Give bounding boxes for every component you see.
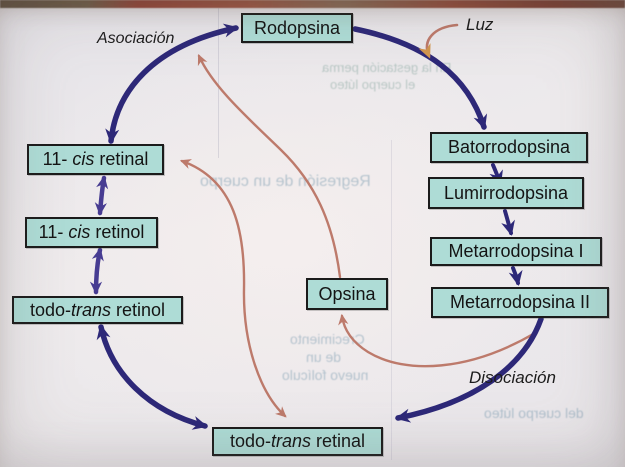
arc-disociacion-metarrodopsina2-trans-retinal — [395, 316, 544, 423]
node-opsina-label: Opsina — [318, 283, 376, 304]
node-rodopsina-label: Rodopsina — [253, 17, 341, 38]
node-lumirrodopsina: Lumirrodopsina — [428, 177, 584, 209]
node-todo-trans-retinal: todo-trans retinal — [212, 427, 383, 456]
node-metarrodopsina-1-label: Metarrodopsina I — [448, 241, 584, 261]
node-11-cis-retinol-label: 11- cis retinol — [38, 222, 145, 242]
arrow-lumirrodopsina-metarrodopsina1 — [501, 209, 515, 236]
node-metarrodopsina-1: Metarrodopsina I — [430, 237, 602, 266]
arrow-trans-retinal-cis-retinal — [179, 159, 287, 418]
arrow-metarrodopsina1-metarrodopsina2 — [508, 266, 523, 286]
node-11-cis-retinal: 11- cis retinal — [27, 144, 164, 175]
node-todo-trans-retinol-label: todo-trans retinol — [29, 299, 166, 320]
node-11-cis-retinal-label: 11- cis retinal — [42, 149, 149, 169]
node-lumirrodopsina-label: Lumirrodopsina — [443, 182, 569, 203]
node-rodopsina: Rodopsina — [241, 13, 353, 43]
photo-top-edge — [0, 0, 625, 8]
arc-trans-retinal-trans-retinol — [96, 324, 208, 430]
label-luz: Luz — [466, 15, 494, 34]
node-batorrodopsina-label: Batorrodopsina — [447, 137, 571, 157]
arrow-opsina-to-rodopsina — [197, 53, 342, 279]
arrow-metarrodopsina2-to-opsina — [338, 313, 537, 368]
arc-rodopsina-batorrodopsina — [352, 26, 488, 130]
node-metarrodopsina-2: Metarrodopsina II — [431, 287, 609, 318]
label-asociacion: Asociación — [97, 30, 175, 47]
node-todo-trans-retinal-label: todo-trans retinal — [229, 431, 366, 451]
node-batorrodopsina: Batorrodopsina — [430, 132, 588, 163]
arrow-cis-retinal-cis-retinol — [94, 175, 109, 216]
node-todo-trans-retinol: todo-trans retinol — [12, 296, 183, 324]
node-opsina: Opsina — [306, 278, 388, 310]
label-disociacion: Disociación — [469, 368, 556, 387]
arrow-luz — [418, 23, 459, 59]
node-metarrodopsina-2-label: Metarrodopsina II — [449, 292, 591, 312]
node-11-cis-retinol: 11- cis retinol — [25, 217, 158, 248]
arc-asociacion-cis-retinal-rodopsina — [105, 23, 239, 144]
arrow-cis-retinol-trans-retinol — [89, 247, 104, 295]
